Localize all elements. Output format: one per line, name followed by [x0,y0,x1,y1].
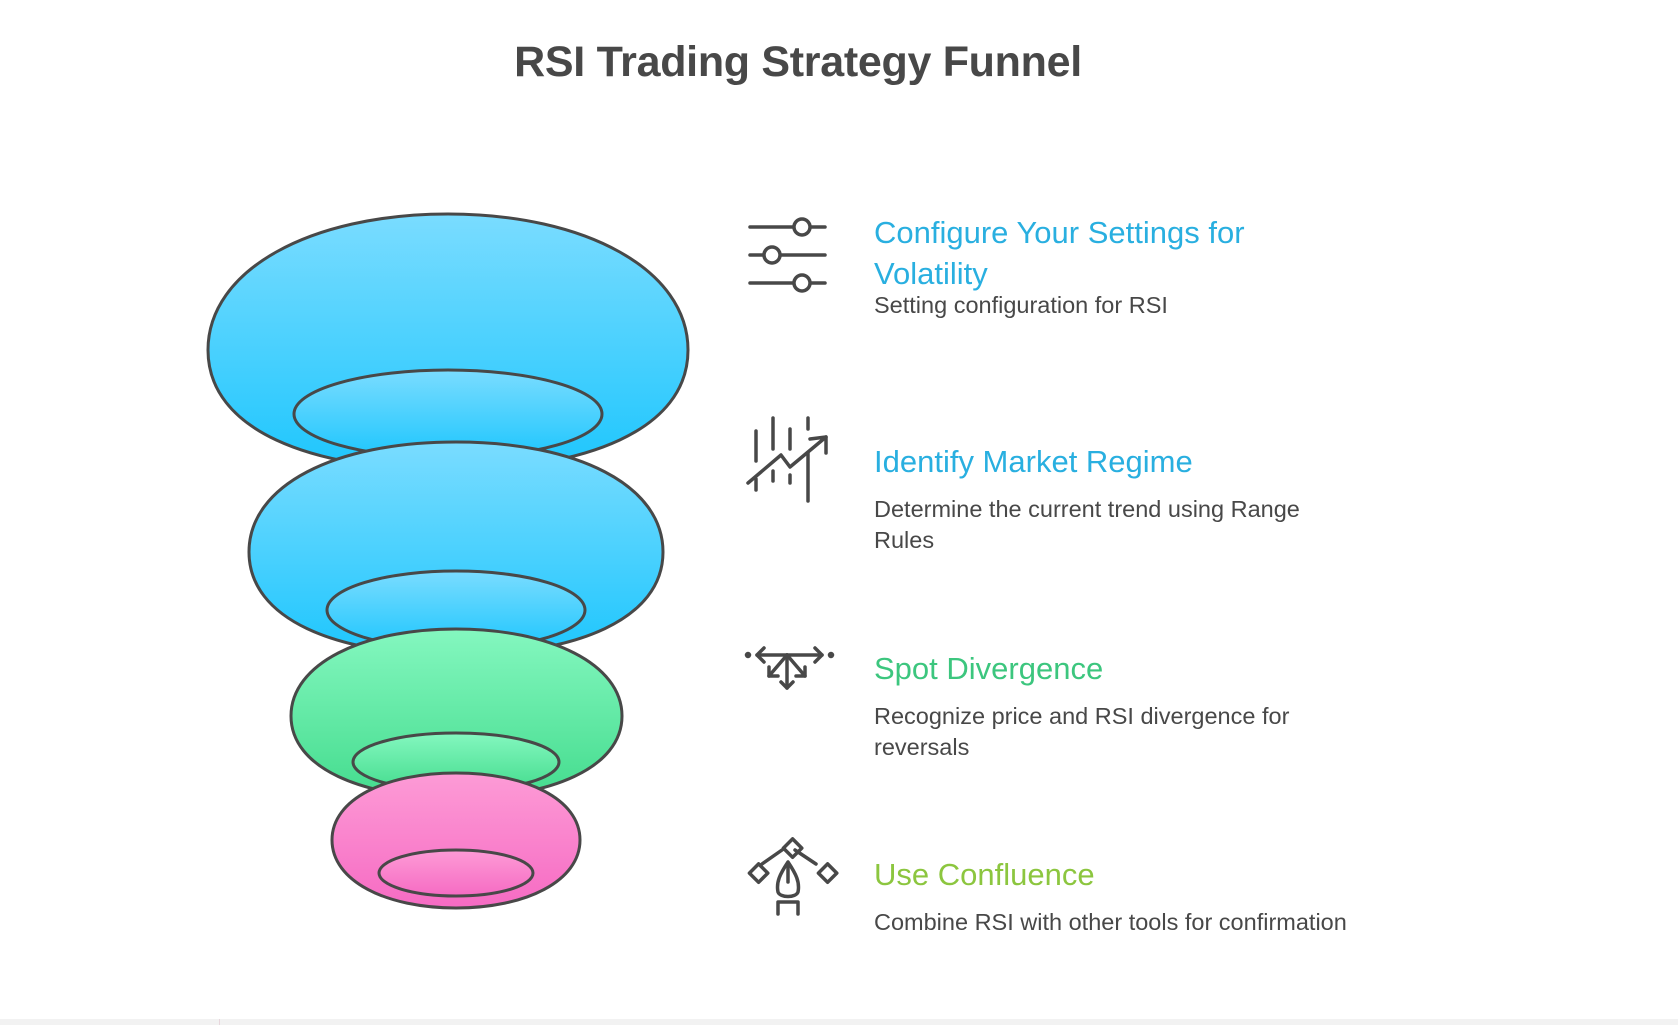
step-heading: Identify Market Regime [874,444,1193,479]
step-heading: Use Confluence [874,857,1095,892]
step-heading: Configure Your Settings for Volatility [874,215,1245,291]
funnel-layer-2 [247,440,665,657]
funnel-layer-4 [330,771,582,910]
step-spot-divergence: Spot Divergence Recognize price and RSI … [874,648,1354,763]
bottom-divider [219,1019,220,1025]
step-identify-regime: Identify Market Regime Determine the cur… [874,441,1354,556]
divergence-arrows-icon [744,646,835,690]
funnel-layer-4-rim [377,848,535,898]
funnel-layer-3 [289,627,624,800]
step-description: Setting configuration for RSI [874,292,1168,318]
step-description: Recognize price and RSI divergence for r… [874,703,1290,760]
funnel-diagram [206,212,690,910]
sliders-icon [748,217,827,293]
step-configure-settings: Configure Your Settings for Volatility S… [874,212,1354,321]
step-heading: Spot Divergence [874,651,1104,686]
step-description: Combine RSI with other tools for confirm… [874,909,1347,935]
page-title: RSI Trading Strategy Funnel [514,38,1082,86]
trend-chart-icon [746,416,828,503]
funnel-layer-1 [206,212,690,472]
pen-tool-icon [747,837,839,916]
step-description: Determine the current trend using Range … [874,496,1300,553]
step-use-confluence: Use Confluence Combine RSI with other to… [874,854,1354,938]
bottom-scrollbar-track [0,1019,1678,1025]
